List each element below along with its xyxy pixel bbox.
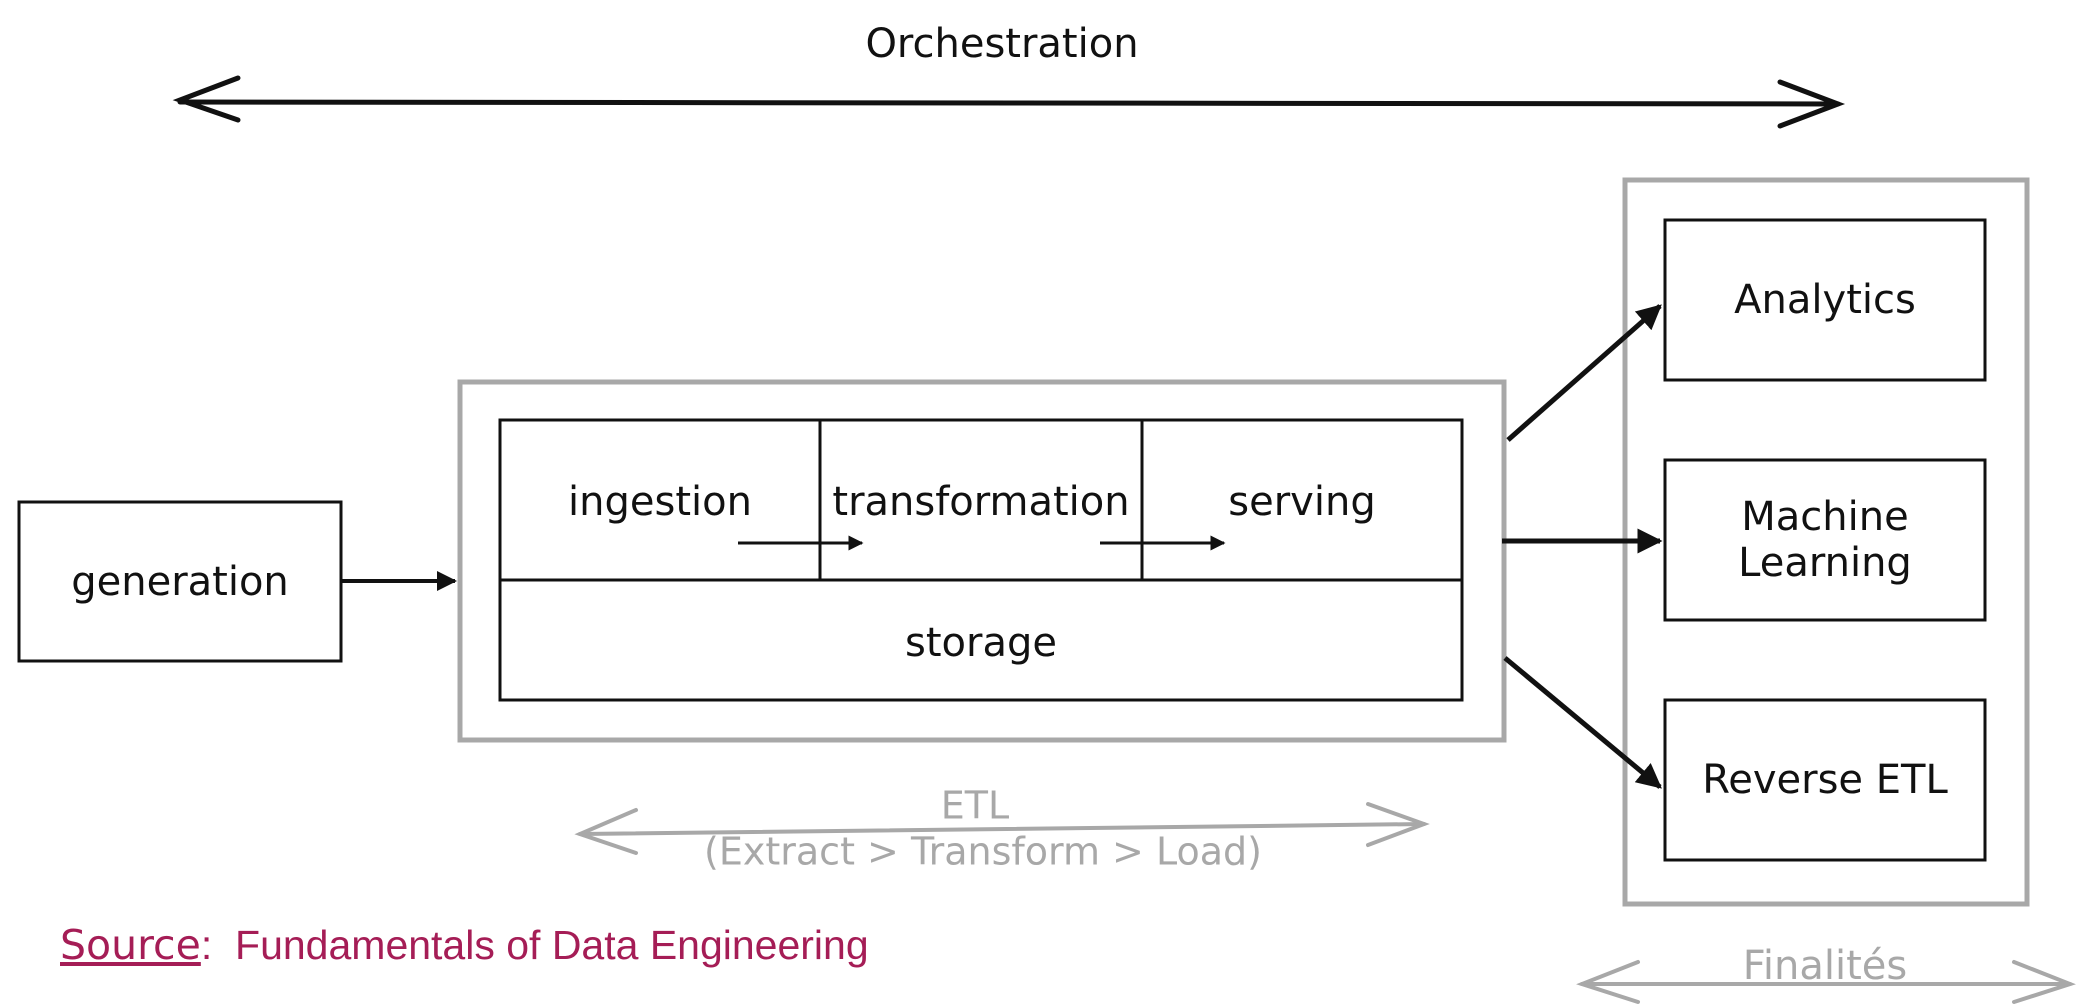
etl-subtitle: (Extract > Transform > Load) (704, 829, 1262, 874)
etl-arrow (574, 802, 1430, 855)
reverse-etl-label: Reverse ETL (1702, 757, 1948, 803)
finalites-label: Finalités (1742, 943, 1908, 989)
source-separator: : (200, 922, 213, 968)
serving-label: serving (1228, 479, 1376, 525)
transformation-label: transformation (832, 479, 1130, 525)
machine-learning-label: Machine Learning (1738, 494, 1912, 586)
etl-title: ETL (940, 783, 1010, 828)
pipeline-to-reverse-etl-arrow (1503, 656, 1662, 789)
pipeline-container (457, 379, 1507, 743)
source-value: Fundamentals of Data Engineering (235, 922, 869, 968)
ingestion-label: ingestion (568, 479, 752, 525)
analytics-box (1663, 218, 1987, 382)
analytics-label: Analytics (1734, 277, 1916, 323)
reverse-etl-box (1663, 698, 1987, 862)
pipeline-to-analytics-arrow (1506, 304, 1662, 442)
finalites-arrow (1576, 960, 2076, 1004)
storage-box (498, 578, 1464, 702)
storage-label: storage (905, 620, 1057, 666)
generation-label: generation (71, 559, 289, 605)
orchestration-label: Orchestration (865, 21, 1139, 67)
orchestration-arrow (172, 75, 1846, 129)
machine-learning-box (1663, 458, 1987, 622)
source-key: Source (60, 921, 201, 969)
source-citation: Source: Fundamentals of Data Engineering (60, 921, 869, 969)
